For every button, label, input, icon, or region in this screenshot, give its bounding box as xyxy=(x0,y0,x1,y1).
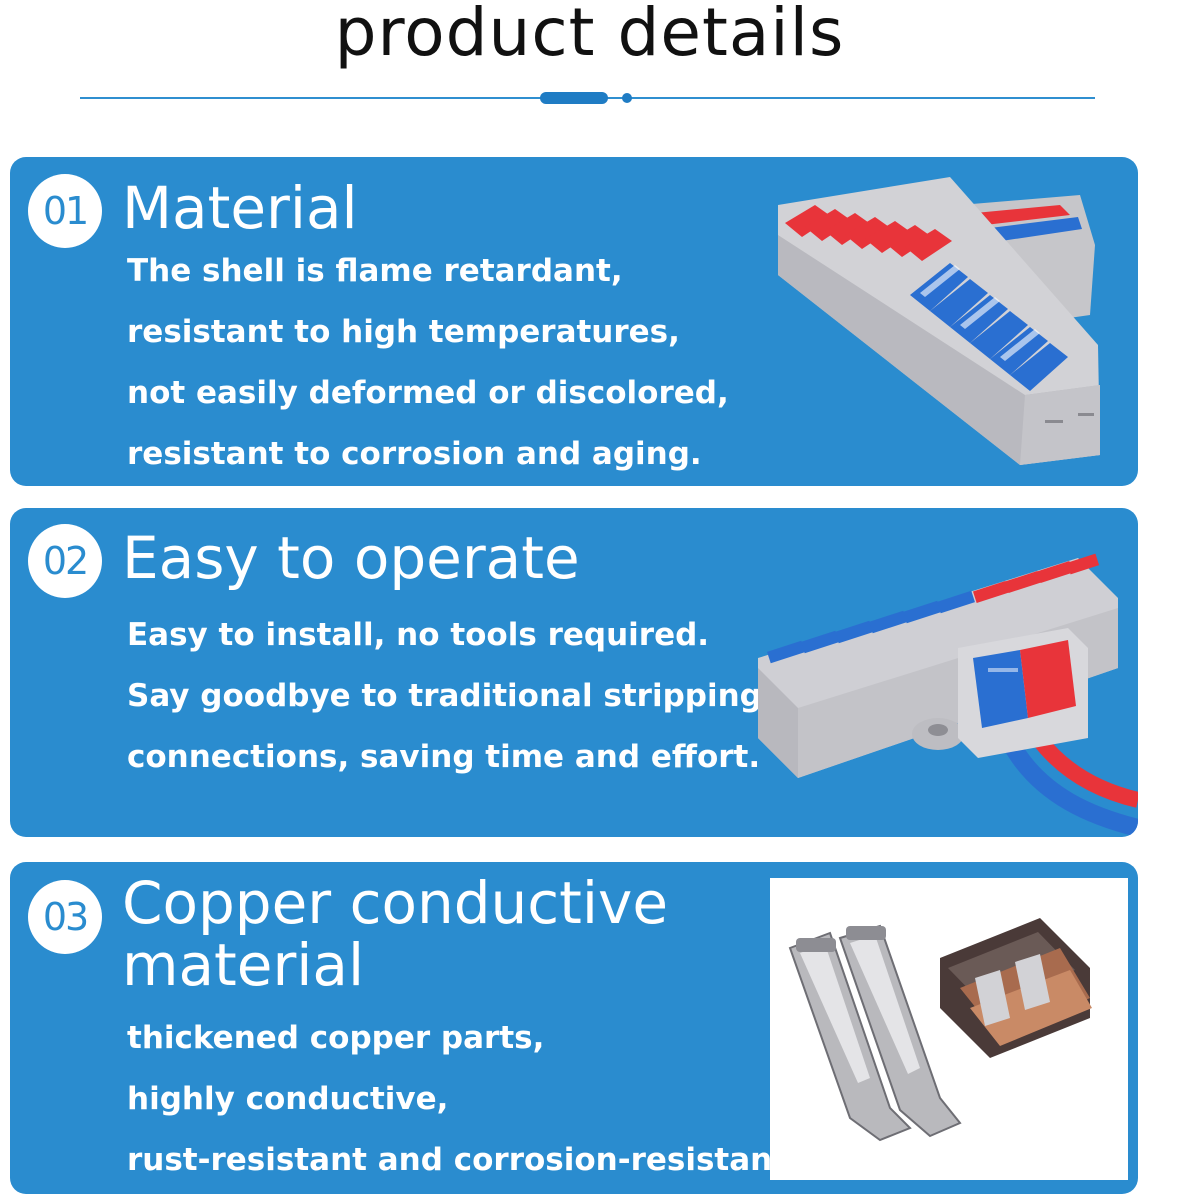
feature-description: thickened copper parts, highly conductiv… xyxy=(127,1008,799,1191)
feature-line: connections, saving time and effort. xyxy=(127,739,761,775)
copper-parts-photo xyxy=(770,878,1128,1180)
feature-line: rust-resistant and corrosion-resistant. xyxy=(127,1142,799,1178)
feature-line: Say goodbye to traditional stripping xyxy=(127,678,762,714)
feature-line: The shell is flame retardant, xyxy=(127,253,623,289)
feature-title: Copper conductive xyxy=(122,869,669,937)
feature-card-easy-to-operate: 02 Easy to operate Easy to install, no t… xyxy=(10,508,1138,837)
feature-line: Easy to install, no tools required. xyxy=(127,617,710,653)
connector-image xyxy=(778,177,1100,465)
feature-description: Easy to install, no tools required. Say … xyxy=(127,605,762,788)
feature-title-line-2: material xyxy=(122,931,365,999)
feature-title: Material xyxy=(122,174,358,242)
feature-line: resistant to corrosion and aging. xyxy=(127,436,702,472)
header-divider-pill xyxy=(540,92,608,104)
feature-number-badge: 03 xyxy=(28,880,102,954)
page-title: product details xyxy=(334,0,845,71)
feature-line: highly conductive, xyxy=(127,1081,449,1117)
feature-line: resistant to high temperatures, xyxy=(127,314,680,350)
feature-line: thickened copper parts, xyxy=(127,1020,545,1056)
copper-clip-image xyxy=(788,918,1092,1142)
feature-number-badge: 02 xyxy=(28,524,102,598)
connector-image xyxy=(758,553,1138,837)
feature-number-badge: 01 xyxy=(28,174,102,248)
feature-description: The shell is flame retardant, resistant … xyxy=(127,241,729,485)
feature-line: not easily deformed or discolored, xyxy=(127,375,729,411)
feature-title: Easy to operate xyxy=(122,524,580,592)
feature-card-copper: 03 Copper conductive material thickened … xyxy=(10,862,1138,1194)
feature-card-material: 01 Material The shell is flame retardant… xyxy=(10,157,1138,486)
header-divider-dot xyxy=(622,93,632,103)
